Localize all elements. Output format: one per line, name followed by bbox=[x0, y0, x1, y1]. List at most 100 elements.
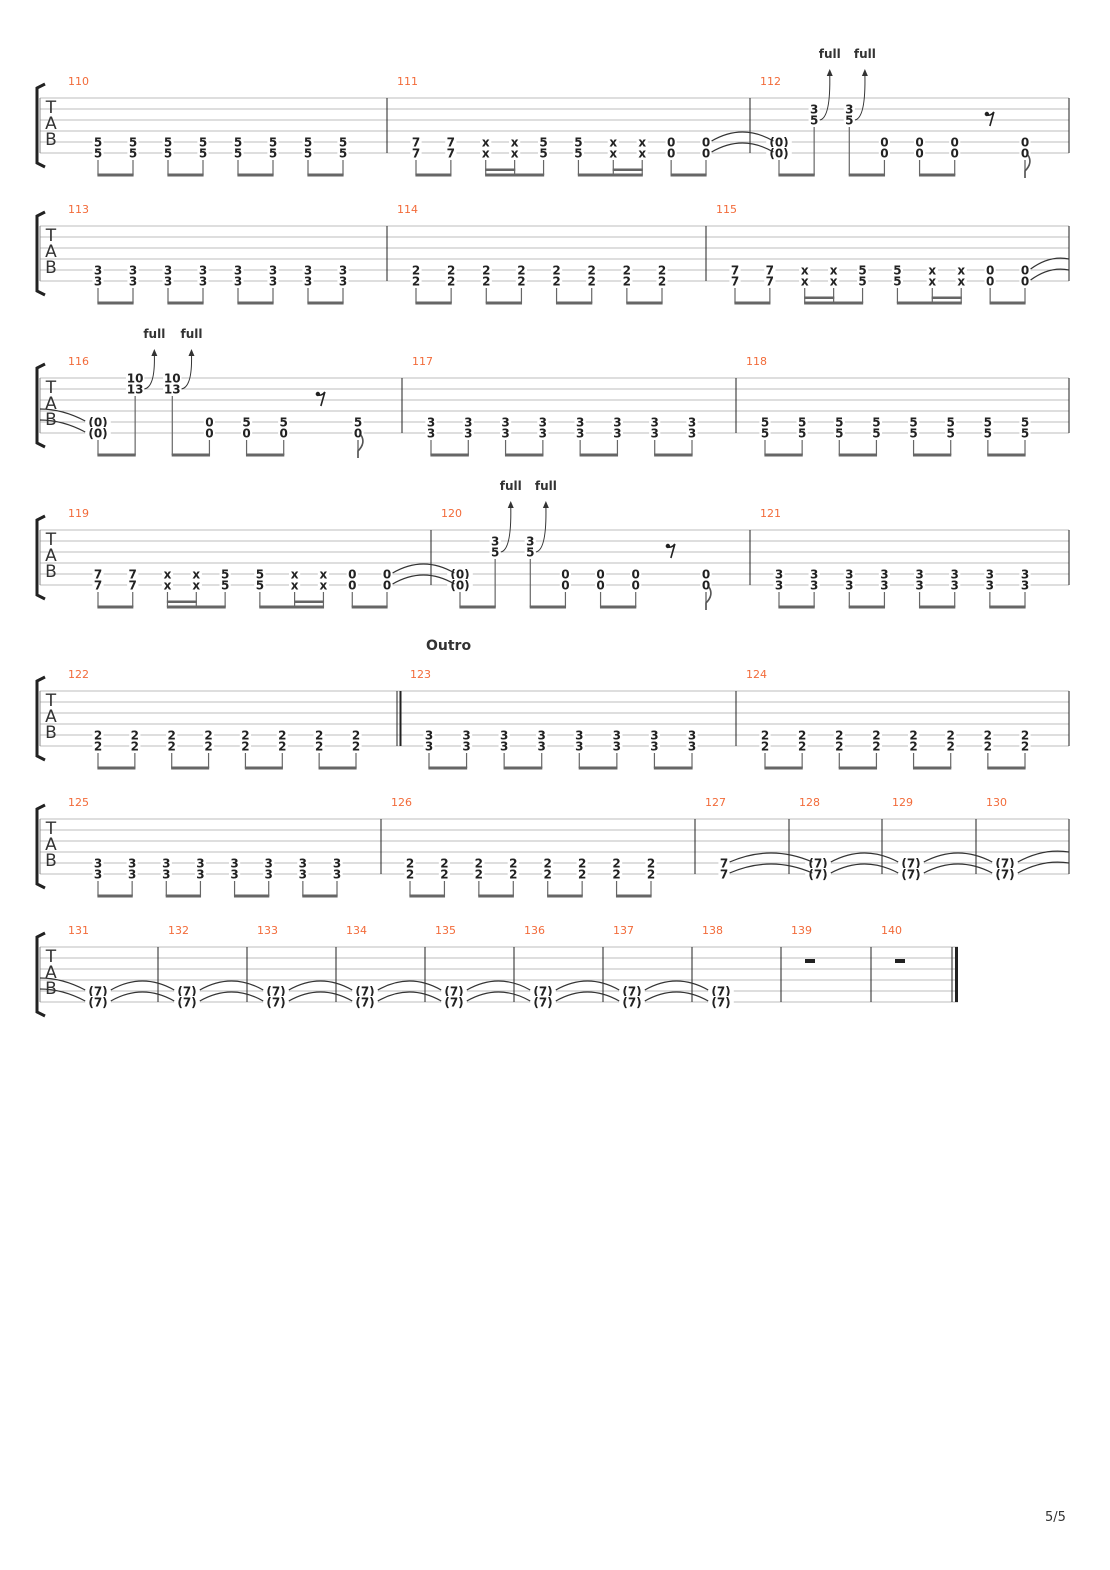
fret-background bbox=[766, 136, 792, 147]
fret-background bbox=[203, 416, 216, 427]
fret-background bbox=[129, 740, 141, 751]
fret-number: 2 bbox=[623, 275, 631, 289]
fret-background bbox=[263, 985, 289, 996]
measure-number: 139 bbox=[791, 924, 812, 937]
fret-number: 2 bbox=[623, 264, 631, 278]
fret-number: 2 bbox=[168, 729, 176, 743]
fret-number: 0 bbox=[915, 147, 923, 161]
fret-background bbox=[127, 275, 139, 286]
fret-number: 5 bbox=[234, 147, 242, 161]
fret-number: 2 bbox=[872, 740, 880, 754]
fret-background bbox=[656, 275, 668, 286]
fret-background bbox=[645, 857, 657, 868]
fret-background bbox=[85, 996, 111, 1007]
tab-clef-letter: A bbox=[45, 546, 57, 566]
fret-background bbox=[92, 579, 104, 590]
fret-number: 3 bbox=[425, 729, 433, 743]
fret-background bbox=[404, 868, 416, 879]
fret-number: 3 bbox=[462, 740, 470, 754]
fret-background bbox=[945, 740, 957, 751]
fret-number: x bbox=[164, 579, 172, 593]
fret-number: 0 bbox=[702, 579, 710, 593]
fret-number: 3 bbox=[427, 416, 435, 430]
fret-background bbox=[898, 868, 924, 879]
eighth-flag-icon bbox=[1024, 154, 1031, 178]
fret-background bbox=[949, 579, 961, 590]
fret-number: 7 bbox=[412, 136, 420, 150]
fret-number: 3 bbox=[94, 868, 102, 882]
fret-number: 2 bbox=[168, 740, 176, 754]
fret-number: (7) bbox=[444, 985, 463, 999]
bend-arrow-icon bbox=[151, 349, 158, 356]
fret-number: (0) bbox=[88, 416, 107, 430]
fret-background bbox=[856, 275, 869, 286]
fret-number: 0 bbox=[280, 427, 288, 441]
fret-number: 5 bbox=[909, 427, 917, 441]
fret-background bbox=[586, 275, 598, 286]
fret-background bbox=[263, 996, 289, 1007]
measure-number: 121 bbox=[760, 507, 781, 520]
fret-number: 3 bbox=[164, 264, 172, 278]
tie-arc bbox=[644, 991, 709, 1002]
tab-clef-letter: A bbox=[45, 114, 57, 134]
fret-background bbox=[611, 427, 624, 438]
fret-number: 3 bbox=[129, 275, 137, 289]
fret-number: 2 bbox=[412, 275, 420, 289]
fret-background bbox=[85, 427, 111, 438]
tab-clef-letter: T bbox=[45, 226, 57, 246]
fret-background bbox=[127, 264, 139, 275]
fret-number: 0 bbox=[667, 147, 675, 161]
beam bbox=[848, 605, 886, 609]
system-bracket bbox=[35, 82, 46, 169]
bend-label: full bbox=[854, 47, 876, 61]
fret-background bbox=[352, 416, 364, 427]
beam bbox=[171, 453, 211, 457]
fret-background bbox=[808, 579, 820, 590]
fret-number: 3 bbox=[613, 416, 621, 430]
fret-background bbox=[619, 996, 645, 1007]
system-bracket bbox=[35, 803, 46, 890]
beam bbox=[415, 301, 452, 305]
fret-number: 2 bbox=[909, 729, 917, 743]
beam bbox=[351, 605, 388, 609]
fret-number: 7 bbox=[447, 136, 455, 150]
fret-background bbox=[254, 579, 266, 590]
fret-background bbox=[509, 136, 521, 147]
fret-background bbox=[473, 857, 485, 868]
fret-background bbox=[1019, 416, 1031, 427]
fret-background bbox=[796, 416, 808, 427]
fret-background bbox=[240, 427, 253, 438]
fret-number: 2 bbox=[984, 740, 992, 754]
measure-number: 130 bbox=[986, 796, 1007, 809]
fret-number: (0) bbox=[769, 136, 788, 150]
fret-background bbox=[648, 740, 661, 751]
fret-number: 7 bbox=[129, 568, 137, 582]
fret-background bbox=[317, 568, 330, 579]
measure-number: 119 bbox=[68, 507, 89, 520]
fret-number: 3 bbox=[196, 868, 204, 882]
beam bbox=[171, 766, 210, 770]
bend-curve bbox=[144, 353, 155, 390]
measure-number: 131 bbox=[68, 924, 89, 937]
fret-number: 2 bbox=[440, 857, 448, 871]
fret-background bbox=[550, 275, 563, 286]
fret-background bbox=[949, 136, 961, 147]
fret-background bbox=[489, 535, 501, 546]
fret-background bbox=[630, 568, 642, 579]
tab-clef-letter: B bbox=[45, 410, 57, 430]
fret-number: 2 bbox=[406, 868, 414, 882]
fret-background bbox=[708, 996, 734, 1007]
beam bbox=[97, 766, 136, 770]
fret-background bbox=[438, 868, 451, 879]
fret-number: 2 bbox=[544, 857, 552, 871]
beam bbox=[577, 173, 643, 177]
tie-arc bbox=[392, 574, 455, 585]
fret-background bbox=[381, 568, 393, 579]
fret-background bbox=[232, 264, 244, 275]
tie-arc bbox=[466, 991, 531, 1002]
fret-number: 0 bbox=[632, 568, 640, 582]
fret-background bbox=[480, 147, 492, 158]
fret-number: 5 bbox=[810, 114, 818, 128]
fret-number: (0) bbox=[450, 579, 469, 593]
fret-number: 2 bbox=[947, 729, 955, 743]
